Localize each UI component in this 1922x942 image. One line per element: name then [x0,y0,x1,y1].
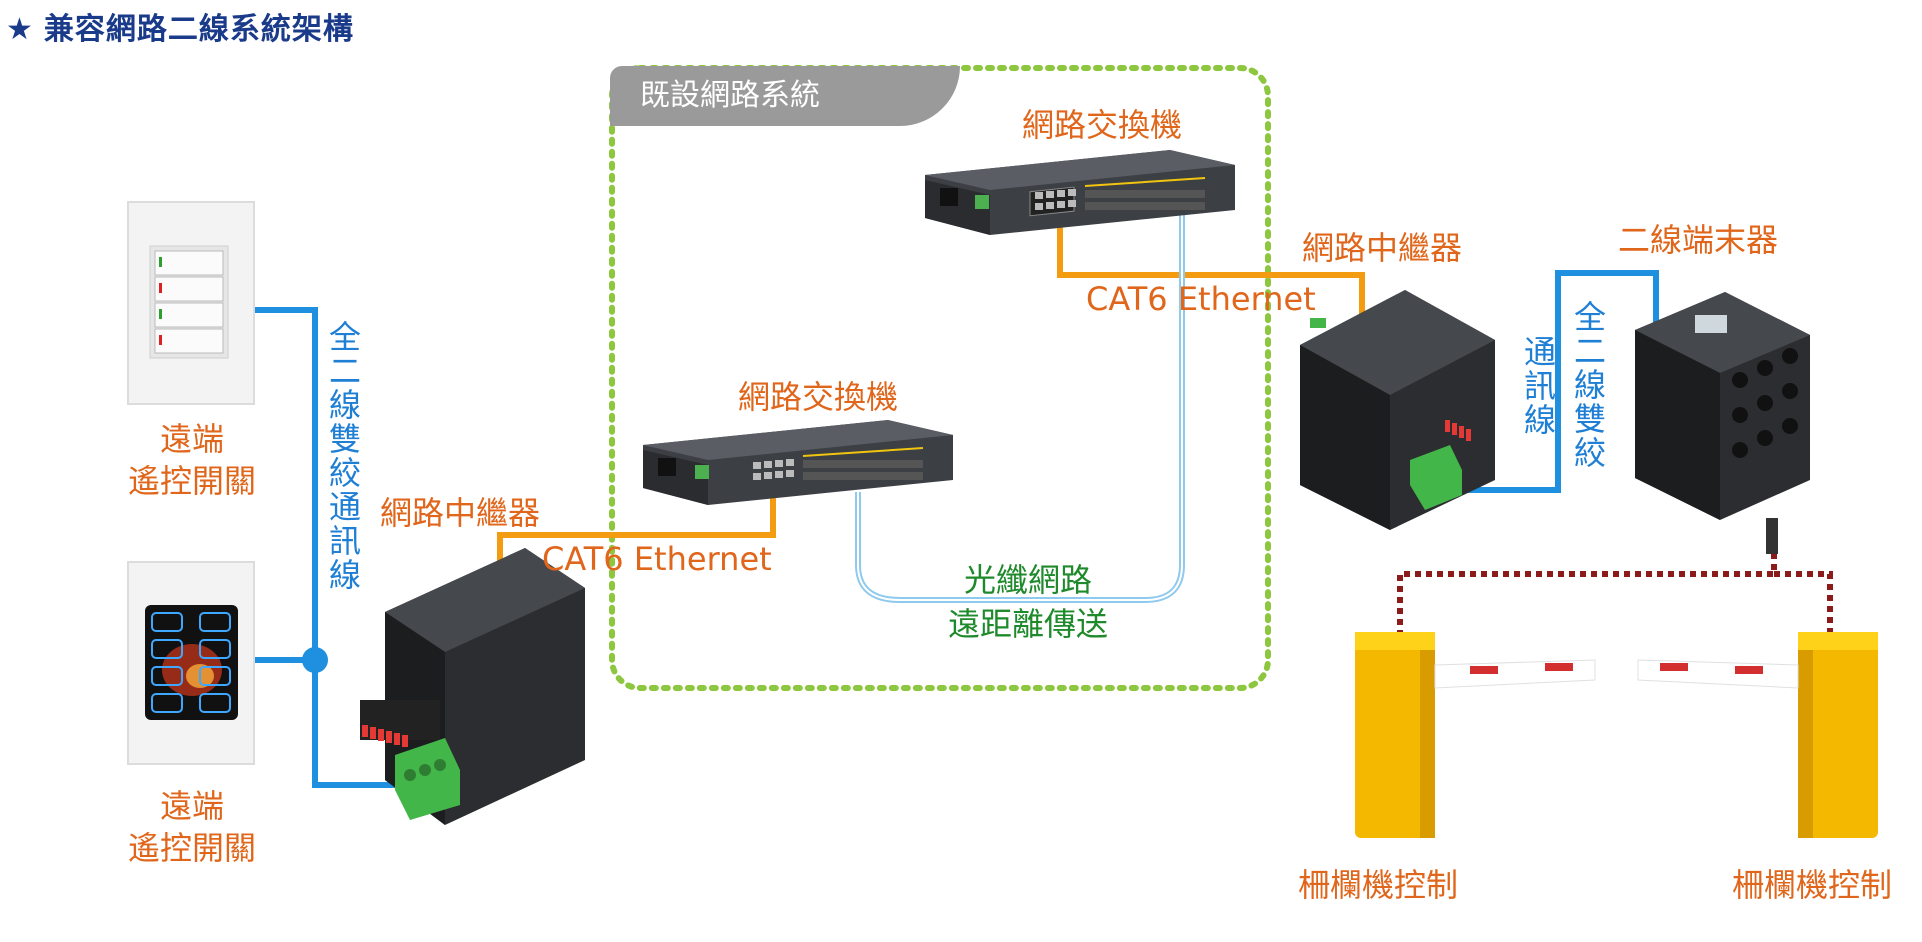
page-title: ★ 兼容網路二線系統架構 [6,4,354,48]
twisted-pair-left [255,307,415,788]
remote-2-line2: 遙控開關 [127,829,256,867]
gate-control-line [1397,520,1777,632]
label-remote-switch-1: 遠端 遙控開關 [122,418,262,502]
remote-switch-mechanical [127,201,255,405]
gate-control-line-right [1774,571,1833,632]
label-gate-right: 柵欄機控制 [1732,866,1893,904]
remote-1-line1: 遠端 [159,420,224,458]
cat6-line-left [497,470,776,575]
junction-dot [302,647,328,673]
barrier-gate-right [1637,632,1878,838]
cat6-line-top [1057,205,1365,318]
label-fiber: 光纖網路 遠距離傳送 [938,558,1118,646]
network-switch-top [925,150,1235,235]
label-repeater-right: 網路中繼器 [1302,229,1463,267]
network-switch-middle [643,420,953,505]
network-repeater-left [360,548,585,825]
remote-2-line1: 遠端 [159,787,224,825]
label-repeater-left: 網路中繼器 [380,494,541,532]
label-remote-switch-2: 遠端 遙控開關 [122,785,262,869]
two-wire-terminal [1635,292,1810,554]
label-twisted-right-b: 通訊線 [1519,335,1557,437]
label-switch-top: 網路交換機 [1022,106,1183,144]
title-text: 兼容網路二線系統架構 [43,12,354,47]
network-repeater-right [1300,290,1495,530]
twisted-pair-right [1455,270,1659,493]
existing-network-tab: 既設網路系統 [610,66,960,126]
label-switch-middle: 網路交換機 [738,378,899,416]
label-terminal: 二線端末器 [1618,221,1779,259]
barrier-gate-left [1355,632,1596,838]
label-cat6-top: CAT6 Ethernet [1086,280,1316,318]
remote-1-line2: 遙控開關 [127,462,256,500]
label-twisted-left: 全二線雙絞通訊線 [324,320,362,592]
fiber-line2: 遠距離傳送 [947,605,1108,643]
label-twisted-right-a: 全二線雙絞 [1569,300,1607,470]
remote-switch-touch [127,561,255,765]
fiber-line-core [857,215,1183,601]
star-icon: ★ [6,12,34,47]
fiber-line1: 光纖網路 [963,561,1092,599]
label-gate-left: 柵欄機控制 [1298,866,1459,904]
label-cat6-left: CAT6 Ethernet [542,540,772,578]
